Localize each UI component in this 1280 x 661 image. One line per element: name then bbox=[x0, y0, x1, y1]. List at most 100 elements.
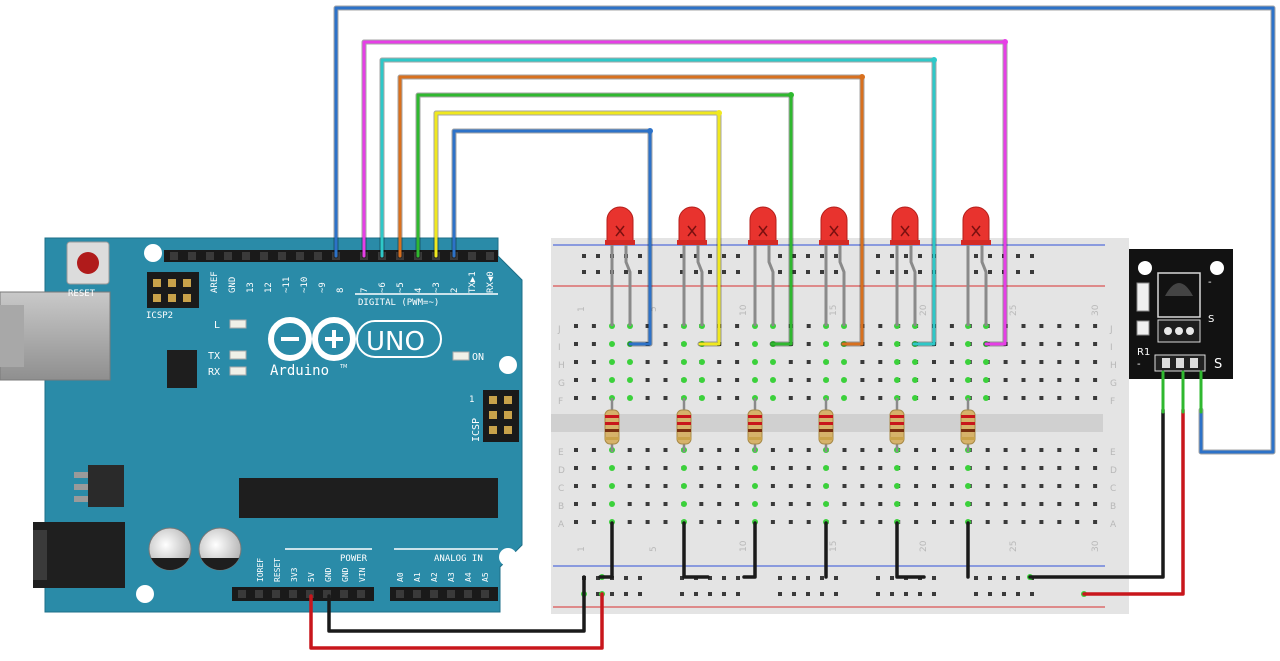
header-pin bbox=[413, 590, 421, 598]
ir-header-pin bbox=[1186, 327, 1194, 335]
breadboard-hole bbox=[1003, 396, 1008, 400]
icsp-pin bbox=[489, 411, 497, 419]
connected-hole bbox=[609, 341, 615, 347]
arduino-brand-label: Arduino bbox=[270, 363, 329, 379]
ir-header-pin bbox=[1164, 327, 1172, 335]
mounting-hole bbox=[144, 244, 162, 262]
ir-sensor-outline bbox=[1157, 272, 1201, 318]
analog-pin-label: A0 bbox=[396, 572, 405, 582]
header-pin bbox=[278, 252, 286, 260]
resistor-band bbox=[605, 422, 619, 425]
connected-hole bbox=[699, 395, 705, 401]
breadboard-hole bbox=[1039, 360, 1044, 364]
breadboard-hole bbox=[591, 502, 596, 506]
col-number-5-bottom: 5 bbox=[649, 546, 659, 552]
resistor-band bbox=[677, 437, 691, 440]
connected-hole bbox=[965, 341, 971, 347]
led-body bbox=[891, 206, 919, 243]
rail-hole bbox=[708, 576, 712, 580]
connected-hole bbox=[841, 359, 847, 365]
connected-hole bbox=[983, 395, 989, 401]
header-pin bbox=[255, 590, 263, 598]
led-die bbox=[615, 225, 625, 237]
led-die bbox=[971, 225, 981, 237]
icsp-pin bbox=[504, 396, 512, 404]
reset-button-cap[interactable] bbox=[77, 252, 99, 274]
rail-hole bbox=[722, 254, 726, 258]
breadboard-hole bbox=[1057, 324, 1062, 328]
breadboard-hole bbox=[591, 520, 596, 524]
breadboard-hole bbox=[932, 396, 936, 400]
breadboard-hole bbox=[735, 502, 740, 506]
breadboard-hole bbox=[985, 448, 990, 452]
led-body bbox=[606, 206, 634, 243]
row-letter-d: D bbox=[558, 466, 565, 476]
breadboard-hole bbox=[949, 342, 954, 346]
rail-hole bbox=[1030, 254, 1034, 258]
breadboard-hole bbox=[985, 484, 990, 488]
rail-hole bbox=[596, 254, 600, 258]
icsp2-pin bbox=[168, 294, 176, 302]
connected-hole bbox=[841, 377, 847, 383]
usb-chip bbox=[167, 350, 197, 388]
led-die bbox=[829, 225, 839, 237]
breadboard-hole bbox=[770, 502, 775, 506]
breadboard-hole bbox=[770, 520, 775, 524]
rail-hole bbox=[736, 254, 740, 258]
breadboard-hole bbox=[645, 466, 650, 470]
rail-hole bbox=[974, 254, 978, 258]
breadboard-hole bbox=[985, 502, 990, 506]
wire-bend-dot bbox=[788, 92, 794, 98]
rail-hole bbox=[820, 270, 824, 274]
breadboard-holes bbox=[574, 254, 1098, 596]
rail-hole bbox=[834, 254, 838, 258]
rail-hole bbox=[1016, 592, 1020, 596]
rail-hole bbox=[1002, 576, 1006, 580]
connected-hole bbox=[681, 377, 687, 383]
breadboard-hole bbox=[735, 342, 740, 346]
rail-hole bbox=[582, 270, 586, 274]
wire-pin8-to-ir-signal bbox=[334, 6, 1275, 454]
wire-5v-to-rail bbox=[309, 592, 604, 650]
rail-hole bbox=[736, 576, 740, 580]
header-pin bbox=[306, 590, 314, 598]
rail-hole bbox=[638, 270, 642, 274]
icsp2-pin bbox=[183, 279, 191, 287]
icsp2-pin bbox=[168, 279, 176, 287]
rail-hole bbox=[932, 592, 936, 596]
col-number-10-top: 10 bbox=[739, 304, 749, 316]
rail-hole bbox=[1016, 576, 1020, 580]
rail-hole bbox=[778, 254, 782, 258]
icsp2-body bbox=[147, 272, 199, 308]
connected-hole bbox=[681, 341, 687, 347]
power-label: POWER bbox=[340, 554, 368, 564]
breadboard-hole bbox=[1075, 520, 1080, 524]
led-tx-indicator bbox=[229, 350, 247, 360]
breadboard-hole bbox=[1003, 360, 1008, 364]
breadboard-hole bbox=[1057, 448, 1062, 452]
resistor bbox=[604, 398, 620, 452]
digital-pin-label: ~10 bbox=[300, 277, 310, 293]
row-letters-left: J I H G F E D C B A bbox=[557, 325, 565, 530]
digital-pwm-label: DIGITAL (PWM=~) bbox=[358, 298, 439, 308]
breadboard-hole bbox=[806, 448, 811, 452]
resistor-band bbox=[748, 415, 762, 418]
connected-hole bbox=[770, 395, 776, 401]
resistor-band bbox=[961, 429, 975, 432]
ir-pin-vcc bbox=[1176, 358, 1184, 368]
connected-hole bbox=[627, 359, 633, 365]
header-pin bbox=[188, 252, 196, 260]
rail-hole bbox=[624, 576, 628, 580]
rail-hole bbox=[890, 270, 894, 274]
header-pin bbox=[238, 590, 246, 598]
breadboard-hole bbox=[735, 324, 740, 328]
header-pin bbox=[170, 252, 178, 260]
breadboard-hole bbox=[717, 360, 722, 364]
breadboard-hole bbox=[788, 520, 793, 524]
rail-hole bbox=[582, 254, 586, 258]
rail-hole bbox=[610, 592, 614, 596]
breadboard-hole bbox=[1057, 502, 1062, 506]
digital-pin-label: ~5 bbox=[396, 282, 406, 293]
breadboard-hole bbox=[1039, 502, 1044, 506]
